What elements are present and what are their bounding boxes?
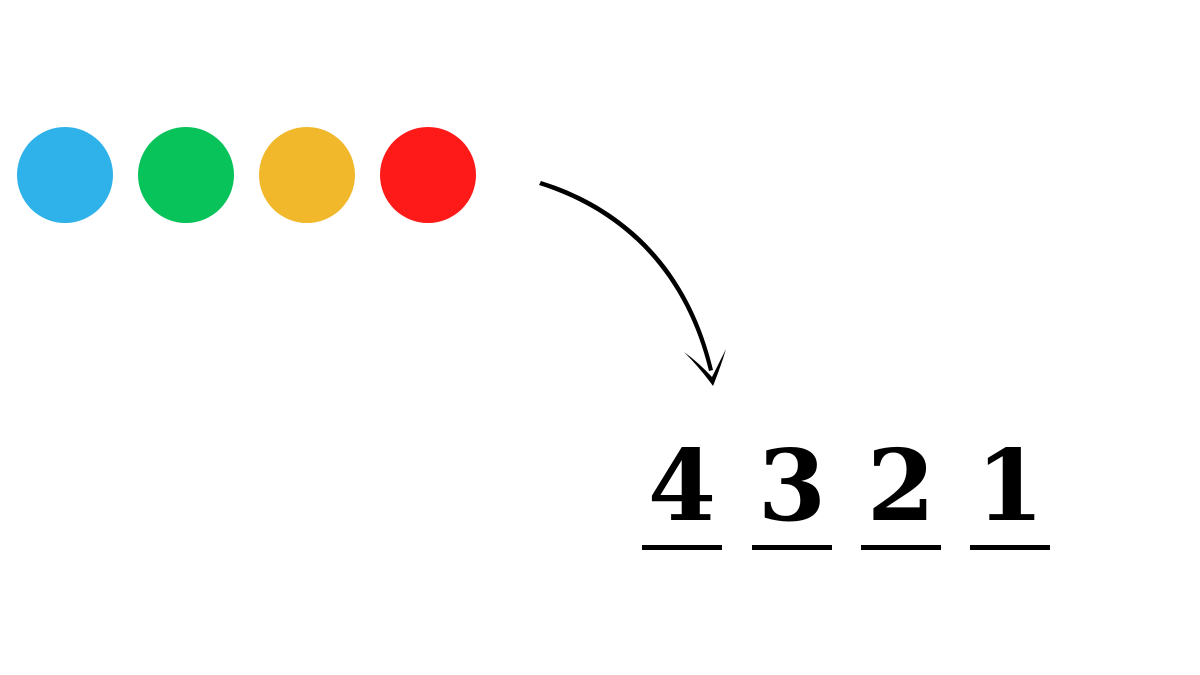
slot-number: 1 xyxy=(975,429,1045,544)
slot-number: 2 xyxy=(866,429,936,544)
slot: 3 xyxy=(752,432,832,552)
yellow-dot xyxy=(259,127,355,223)
slot-underline xyxy=(642,545,722,550)
arrow-curve xyxy=(539,181,713,371)
slot-underline xyxy=(970,545,1050,550)
green-dot xyxy=(138,127,234,223)
slot-underline xyxy=(861,545,941,550)
red-dot xyxy=(380,127,476,223)
blue-dot xyxy=(17,127,113,223)
number-slots: 4 3 2 1 xyxy=(642,432,1062,562)
slot-underline xyxy=(752,545,832,550)
slot: 2 xyxy=(861,432,941,552)
slot: 4 xyxy=(642,432,722,552)
slot: 1 xyxy=(970,432,1050,552)
slot-number: 3 xyxy=(757,429,827,544)
slot-number: 4 xyxy=(647,429,717,544)
arrow-head xyxy=(684,349,726,386)
